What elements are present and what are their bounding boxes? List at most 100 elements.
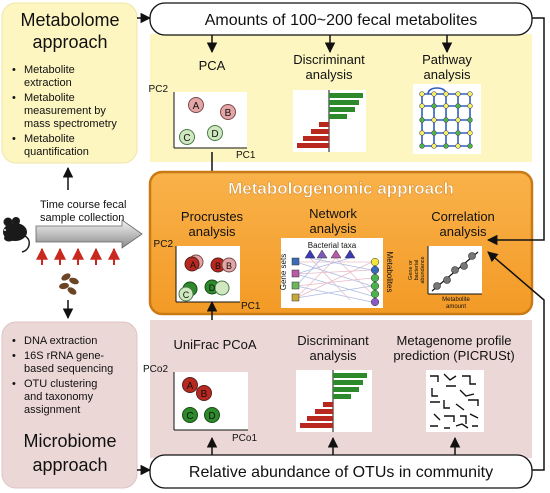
- metagenome-line1: Metagenome profile: [397, 333, 512, 348]
- feces-icon: [59, 273, 79, 295]
- top-bar-green-1: [329, 93, 363, 98]
- top-bar-green-3: [329, 107, 355, 112]
- middle-box-title: Metabologenomic approach: [228, 179, 454, 198]
- top-pca-point-a-label: A: [193, 101, 200, 112]
- unifrac-point-d-label: D: [208, 411, 215, 422]
- microbiome-bullet-1: DNA extraction: [24, 335, 97, 347]
- right-connectors: [486, 17, 545, 471]
- microbiome-bullet-2-line2: based sequencing: [24, 363, 113, 375]
- microbiome-title-line2: approach: [32, 455, 107, 475]
- top-bar-green-4: [329, 114, 347, 119]
- top-box-title-pill: [149, 2, 533, 36]
- svg-text:•: •: [12, 378, 16, 390]
- bottom-discriminant-line1: Discriminant: [297, 333, 369, 348]
- metabolome-title-line2: approach: [32, 32, 107, 52]
- top-pc2-label: PC2: [149, 84, 169, 95]
- metabolome-panel: Metabolome approach • Metabolite extract…: [1, 2, 138, 164]
- corr-ylabel-line1: Gene or: [408, 260, 414, 280]
- top-discriminant-line1: Discriminant: [293, 52, 365, 67]
- metabolome-bullet-2-line2: measurement by: [24, 105, 106, 117]
- top-pathway-line1: Pathway: [422, 52, 472, 67]
- microbiome-bullet-3-line3: assignment: [24, 404, 80, 416]
- bottom-box-title: Relative abundance of OTUs in community: [189, 464, 493, 481]
- metabolome-bullets: • Metabolite extraction • Metabolite mea…: [12, 64, 117, 158]
- microbiome-panel: • DNA extraction • 16S rRNA gene- based …: [1, 321, 138, 489]
- svg-text:•: •: [12, 133, 16, 145]
- top-box: Amounts of 100~200 fecal metabolites PCA…: [149, 2, 533, 162]
- top-pathway-line2: analysis: [424, 67, 471, 82]
- metabolome-bullet-2-line3: mass spectrometry: [24, 118, 117, 130]
- top-pca-point-b-label: B: [225, 108, 232, 119]
- network-line2: analysis: [310, 221, 357, 236]
- timeline-arrow: [35, 219, 143, 249]
- microbiome-bullets: • DNA extraction • 16S rRNA gene- based …: [12, 335, 113, 416]
- unifrac-pco1-label: PCo1: [232, 433, 257, 444]
- svg-text:•: •: [12, 335, 16, 347]
- correlation-plot: Gene or bacterial abundance Metabolite a…: [408, 246, 482, 310]
- metagenome-line2: prediction (PICRUSt): [393, 348, 514, 363]
- top-bar-green-2: [329, 100, 359, 105]
- svg-text:•: •: [12, 64, 16, 76]
- timecourse-line2: sample collection: [40, 212, 124, 224]
- top-pca-point-a: [188, 97, 204, 113]
- timecourse-line1: Time course fecal: [40, 199, 126, 211]
- procrustes-point-c-label: C: [183, 290, 190, 300]
- top-bar-red-4: [297, 143, 329, 148]
- top-bar-red-2: [311, 129, 329, 134]
- microbiome-bullet-2-line1: 16S rRNA gene-: [24, 350, 104, 362]
- picrust-plot: [426, 370, 484, 432]
- unifrac-plot: PCo2 PCo1 A B C D: [143, 364, 257, 444]
- procrustes-pc1-label: PC1: [241, 301, 261, 312]
- middle-box: Metabologenomic approach Procrustes anal…: [148, 170, 534, 316]
- unifrac-pco2-label: PCo2: [143, 364, 168, 375]
- metabolome-bullet-1-line1: Metabolite: [24, 64, 75, 76]
- procrustes-line2: analysis: [189, 224, 236, 239]
- unifrac-point-b-label: B: [201, 389, 208, 400]
- metabolome-bullet-2-line1: Metabolite: [24, 92, 75, 104]
- top-pathway-plot: [413, 84, 481, 154]
- microbiome-bullet-3-line2: and taxonomy: [24, 391, 94, 403]
- mouse-icon: [3, 217, 30, 253]
- metabolome-bullet-1-line2: extraction: [24, 77, 72, 89]
- top-pca-plot: PC2 PC1 A B C D: [149, 84, 256, 161]
- unifrac-point-c-label: C: [186, 411, 193, 422]
- svg-text:•: •: [12, 350, 16, 362]
- bottom-discriminant-plot-bg: [296, 370, 372, 432]
- top-pca-point-d-label: D: [211, 129, 218, 140]
- network-bacterial-taxa-label: Bacterial taxa: [308, 241, 357, 250]
- procrustes-plot: PC2 PC1 A B B C D: [154, 239, 261, 312]
- bottom-discriminant-plot: [296, 370, 372, 432]
- procrustes-point-b1-label: B: [215, 261, 221, 271]
- top-discriminant-plot: [293, 90, 366, 152]
- corr-xlabel-line1: Metabolite: [442, 297, 470, 303]
- timecourse-group: Time course fecal sample collection: [3, 199, 143, 295]
- corr-ylabel-line3: abundance: [420, 256, 426, 283]
- metabolome-title-line1: Metabolome: [20, 10, 119, 30]
- network-metabolites-label: Metabolites: [385, 252, 394, 293]
- top-pca-point-d: [207, 125, 223, 141]
- network-gene-sets-label: Gene sets: [279, 254, 288, 290]
- top-bar-red-3: [303, 136, 329, 141]
- microbiome-panel-bg: [1, 321, 138, 489]
- top-pc1-label: PC1: [236, 150, 256, 161]
- top-pca-point-c: [179, 129, 195, 145]
- corr-xlabel-line2: amount: [446, 304, 466, 310]
- microbiome-bullet-3-line1: OTU clustering: [24, 378, 97, 390]
- top-pca-label: PCA: [199, 58, 226, 73]
- top-pca-point-c-label: C: [183, 133, 190, 144]
- sampling-arrows: [36, 247, 120, 265]
- metabolome-panel-bg: [1, 2, 138, 164]
- procrustes-point-d-label: D: [209, 283, 216, 293]
- correlation-line2: analysis: [440, 224, 487, 239]
- unifrac-label: UniFrac PCoA: [173, 337, 256, 352]
- network-line1: Network: [309, 206, 357, 221]
- metabolome-bullet-3-line2: quantification: [24, 146, 89, 158]
- bottom-box-title-pill: [149, 454, 533, 489]
- svg-text:•: •: [12, 92, 16, 104]
- picrust-plot-bg: [426, 370, 484, 432]
- metabolome-bullet-3-line1: Metabolite: [24, 133, 75, 145]
- corr-ylabel-line2: bacterial: [414, 260, 420, 281]
- unifrac-point-a-label: A: [187, 381, 194, 392]
